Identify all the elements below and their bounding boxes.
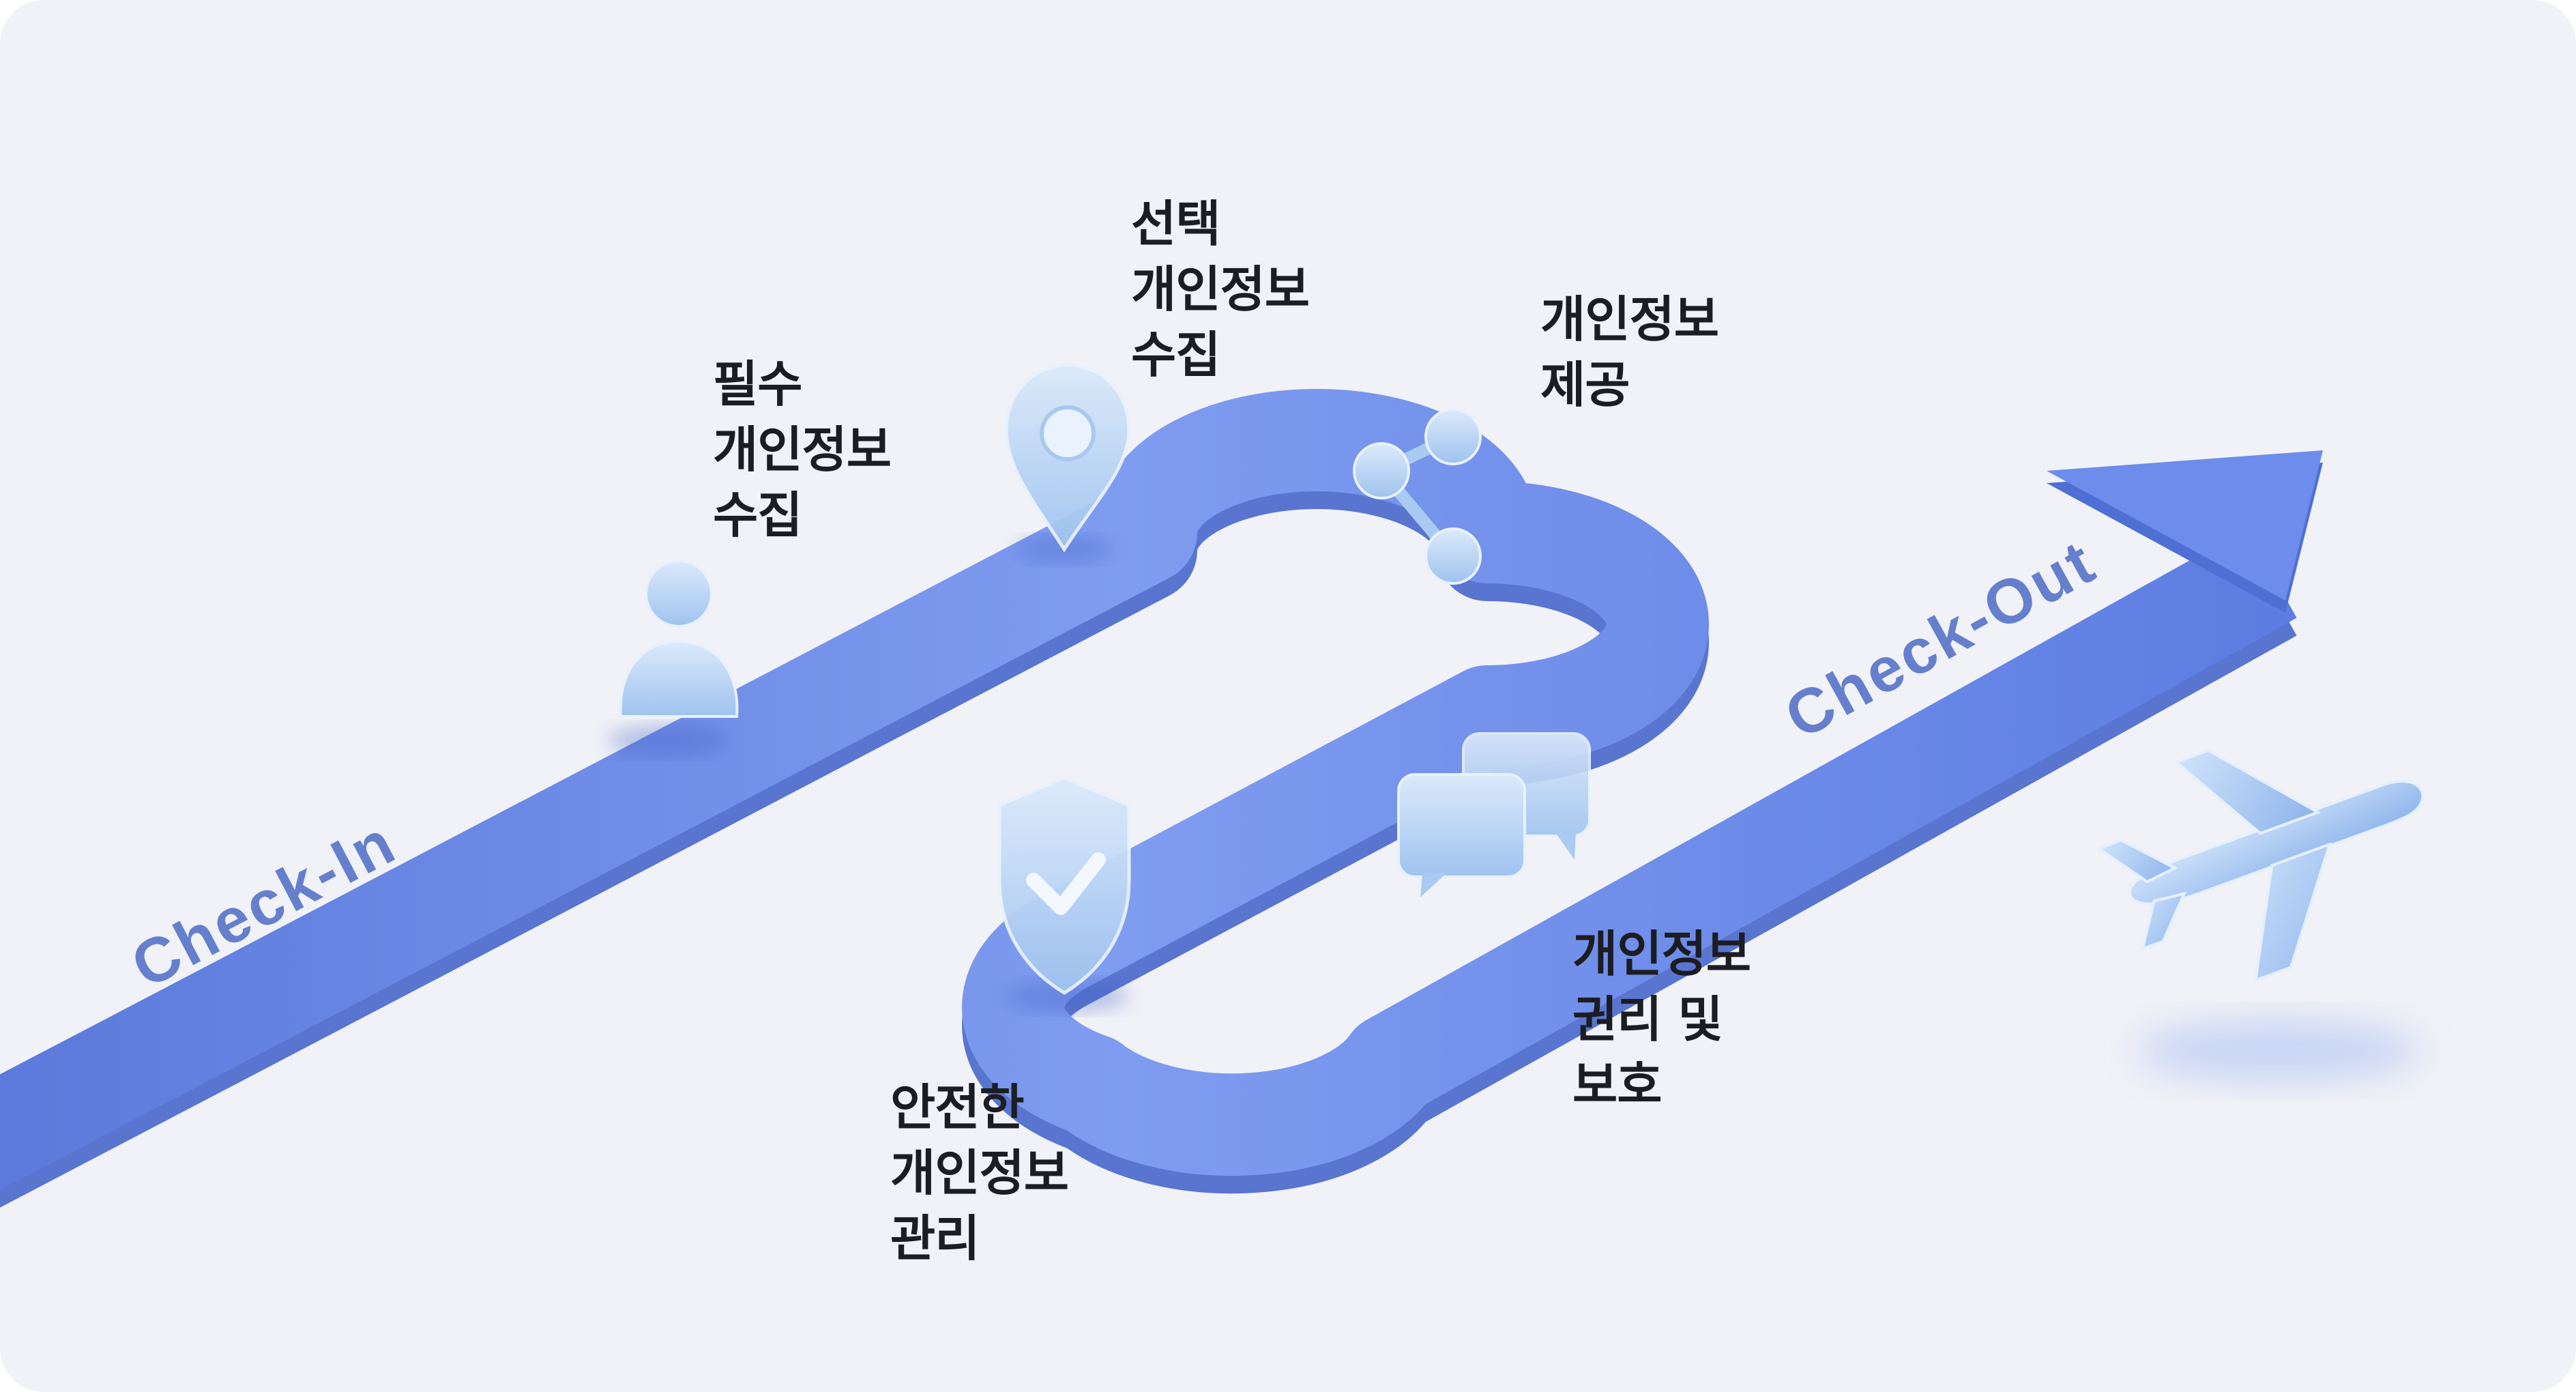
- label-line: 개인정보: [1572, 925, 1751, 983]
- label-line: 관리: [890, 1210, 980, 1267]
- airplane-icon: [2096, 749, 2425, 1082]
- journey-road: [0, 389, 2297, 1190]
- label-line: 제공: [1540, 356, 1630, 414]
- step-label-required-collection: 필수 개인정보 수집: [713, 351, 892, 548]
- label-line: 개인정보: [890, 1144, 1069, 1202]
- label-line: 권리 및: [1572, 991, 1723, 1048]
- label-line: 선택: [1131, 195, 1220, 252]
- chat-bubbles-icon: [1397, 732, 1591, 897]
- label-line: 개인정보: [1540, 291, 1719, 348]
- step-label-rights-protection: 개인정보 권리 및 보호: [1572, 921, 1751, 1118]
- person-icon: [607, 560, 739, 755]
- label-line: 필수: [713, 356, 802, 413]
- arrow-head-icon: [2047, 450, 2323, 613]
- shield-check-icon: [997, 776, 1131, 1011]
- label-line: 개인정보: [713, 421, 892, 478]
- label-line: 안전한: [890, 1079, 1025, 1136]
- step-label-provision: 개인정보 제공: [1540, 287, 1719, 418]
- label-line: 수집: [1131, 326, 1220, 383]
- step-label-optional-collection: 선택 개인정보 수집: [1131, 191, 1310, 388]
- location-pin-icon: [1004, 363, 1131, 562]
- label-line: 보호: [1572, 1056, 1662, 1114]
- step-label-safe-management: 안전한 개인정보 관리: [890, 1075, 1069, 1271]
- label-line: 개인정보: [1131, 261, 1310, 318]
- share-nodes-icon: [1353, 408, 1482, 585]
- label-line: 수집: [713, 487, 802, 544]
